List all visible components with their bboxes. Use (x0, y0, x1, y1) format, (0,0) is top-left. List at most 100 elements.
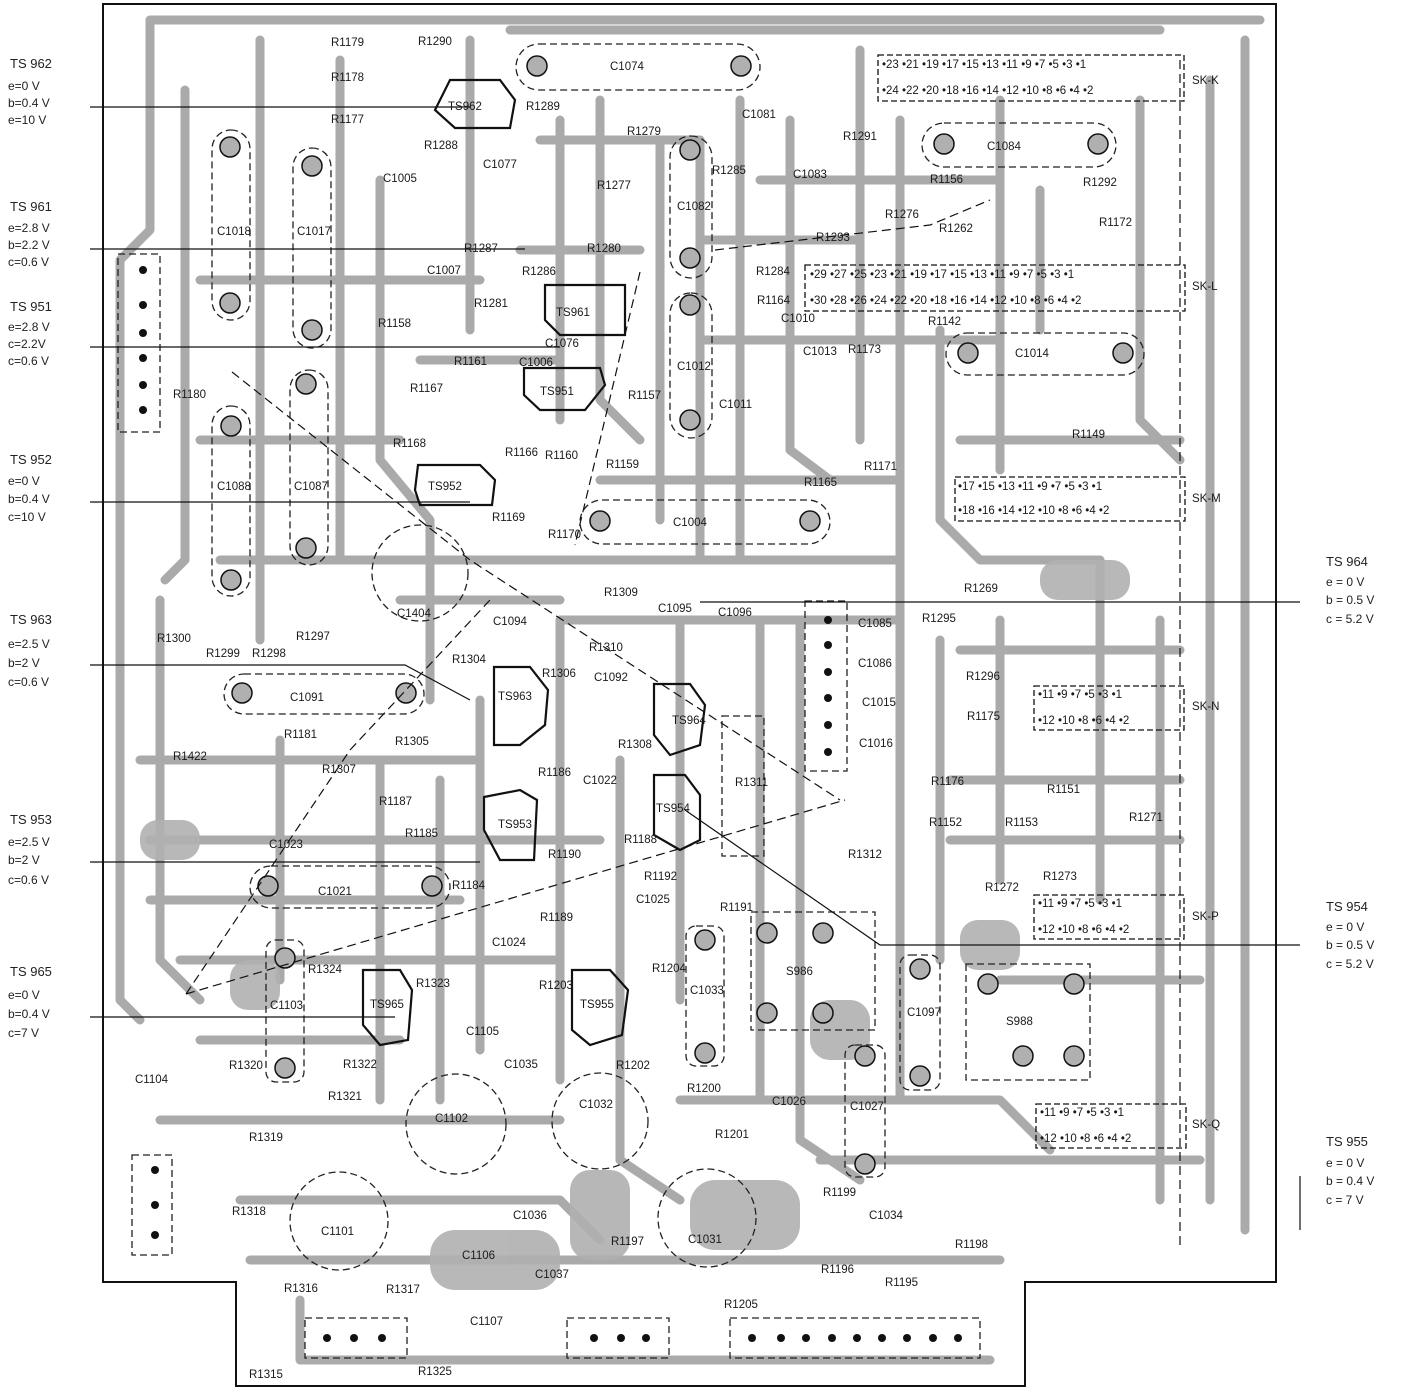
resistor-r1158: R1158 (378, 318, 411, 330)
capacitor-c1023: C1023 (269, 839, 303, 851)
capacitor-c1005: C1005 (383, 173, 417, 185)
ts954-e: e = 0 V (1326, 920, 1365, 934)
resistor-r1175: R1175 (967, 711, 1000, 723)
resistor-r1181: R1181 (284, 729, 317, 741)
resistor-r1325: R1325 (418, 1366, 452, 1378)
resistor-r1281: R1281 (474, 298, 508, 310)
sk-n-bottom-pins: •12 •10 •8 •6 •4 •2 (1038, 715, 1129, 727)
resistor-r1196: R1196 (821, 1264, 854, 1276)
resistor-r1179: R1179 (331, 37, 364, 49)
resistor-r1187: R1187 (379, 796, 412, 808)
pad-dots (139, 266, 962, 1342)
sk-p-label: SK-P (1192, 911, 1219, 923)
capacitor-c1021: C1021 (318, 886, 352, 898)
ts963-e: e=2.5 V (8, 637, 50, 651)
sk-q-label: SK-Q (1192, 1119, 1220, 1131)
capacitor-c1014: C1014 (1015, 348, 1049, 360)
resistor-r1262: R1262 (939, 223, 973, 235)
capacitor-c1026: C1026 (772, 1096, 806, 1108)
transistor-ts955: TS955 (580, 999, 614, 1011)
resistor-r1293: R1293 (816, 232, 850, 244)
resistor-r1297: R1297 (296, 631, 330, 643)
resistor-r1295: R1295 (922, 613, 956, 625)
sk-q-bottom-pins: •12 •10 •8 •6 •4 •2 (1040, 1133, 1131, 1145)
capacitor-c1087: C1087 (294, 481, 328, 493)
component-pads (219, 55, 1134, 1175)
capacitor-c1006: C1006 (519, 357, 553, 369)
resistor-r1197: R1197 (611, 1236, 644, 1248)
resistor-r1422: R1422 (173, 751, 207, 763)
capacitor-c1017: C1017 (297, 226, 331, 238)
resistor-r1164: R1164 (757, 295, 791, 307)
ts955-b: b = 0.4 V (1326, 1174, 1375, 1188)
resistor-r1319: R1319 (249, 1132, 283, 1144)
connector-sk-k: •23 •21 •19 •17 •15 •13 •11 •9 •7 •5 •3 … (882, 59, 1219, 97)
resistor-r1192: R1192 (644, 871, 677, 883)
sk-k-top-pins: •23 •21 •19 •17 •15 •13 •11 •9 •7 •5 •3 … (882, 59, 1086, 71)
resistor-r1167: R1167 (410, 383, 443, 395)
component-outlines (117, 43, 1145, 1359)
capacitor-c1081: C1081 (742, 109, 776, 121)
sk-m-bottom-pins: •18 •16 •14 •12 •10 •8 •6 •4 •2 (958, 505, 1109, 517)
capacitor-c1404: C1404 (397, 608, 431, 620)
resistor-r1151: R1151 (1047, 784, 1080, 796)
resistor-r1184: R1184 (452, 880, 486, 892)
resistor-r1205: R1205 (724, 1299, 758, 1311)
resistor-r1173: R1173 (848, 344, 881, 356)
resistor-r1157: R1157 (628, 390, 661, 402)
sk-p-top-pins: •11 •9 •7 •5 •3 •1 (1038, 898, 1122, 910)
transistor-ts963: TS963 (498, 691, 532, 703)
ts965-c: c=7 V (8, 1026, 40, 1040)
capacitor-c1084: C1084 (987, 141, 1021, 153)
capacitor-c1011: C1011 (719, 399, 752, 411)
capacitor-c1012: C1012 (677, 361, 711, 373)
resistor-r1288: R1288 (424, 140, 458, 152)
resistor-r1305: R1305 (395, 736, 429, 748)
capacitor-c1096: C1096 (718, 607, 752, 619)
resistor-r1272: R1272 (985, 882, 1019, 894)
resistor-r1188: R1188 (624, 834, 657, 846)
resistor-r1323: R1323 (416, 978, 450, 990)
leader-lines (90, 106, 1301, 1230)
ts963-name: TS 963 (10, 612, 52, 627)
sk-n-top-pins: •11 •9 •7 •5 •3 •1 (1038, 689, 1122, 701)
resistor-r1322: R1322 (343, 1059, 377, 1071)
capacitor-c1016: C1016 (859, 738, 893, 750)
capacitor-c1034: C1034 (869, 1210, 903, 1222)
ts965-e: e=0 V (8, 988, 40, 1002)
transistor-ts954: TS954 (656, 803, 690, 815)
resistor-r1178: R1178 (331, 72, 364, 84)
sk-p-bottom-pins: •12 •10 •8 •6 •4 •2 (1038, 924, 1129, 936)
resistor-r1276: R1276 (885, 209, 919, 221)
resistor-r1280: R1280 (587, 243, 621, 255)
capacitor-c1085: C1085 (858, 618, 892, 630)
capacitor-c1092: C1092 (594, 672, 628, 684)
ts953-c: c=0.6 V (8, 873, 50, 887)
capacitor-c1094: C1094 (493, 616, 527, 628)
resistor-r1300: R1300 (157, 633, 191, 645)
ts954-b: b = 0.5 V (1326, 938, 1375, 952)
ts953-e: e=2.5 V (8, 835, 50, 849)
switch-s986: S986 (786, 966, 813, 978)
ts962-name: TS 962 (10, 56, 52, 71)
connector-sk-p: •11 •9 •7 •5 •3 •1 •12 •10 •8 •6 •4 •2 S… (1038, 898, 1219, 936)
resistor-r1153: R1153 (1005, 817, 1038, 829)
capacitor-c1027: C1027 (850, 1101, 884, 1113)
resistor-r1171: R1171 (864, 461, 897, 473)
resistor-r1317: R1317 (386, 1284, 420, 1296)
ts964-c: c = 5.2 V (1326, 612, 1374, 626)
resistor-r1273: R1273 (1043, 871, 1077, 883)
resistor-r1269: R1269 (964, 583, 998, 595)
ts953-b: b=2 V (8, 853, 40, 867)
resistor-r1306: R1306 (542, 668, 576, 680)
resistor-r1304: R1304 (452, 654, 486, 666)
resistor-r1310: R1310 (589, 642, 623, 654)
resistor-r1161: R1161 (454, 356, 487, 368)
sk-m-top-pins: •17 •15 •13 •11 •9 •7 •5 •3 •1 (958, 481, 1102, 493)
resistor-r1308: R1308 (618, 739, 652, 751)
capacitor-c1103: C1103 (270, 1000, 303, 1012)
resistor-r1177: R1177 (331, 114, 364, 126)
capacitor-c1107: C1107 (470, 1316, 503, 1328)
ts955-name: TS 955 (1326, 1134, 1368, 1149)
capacitor-c1018: C1018 (217, 226, 251, 238)
